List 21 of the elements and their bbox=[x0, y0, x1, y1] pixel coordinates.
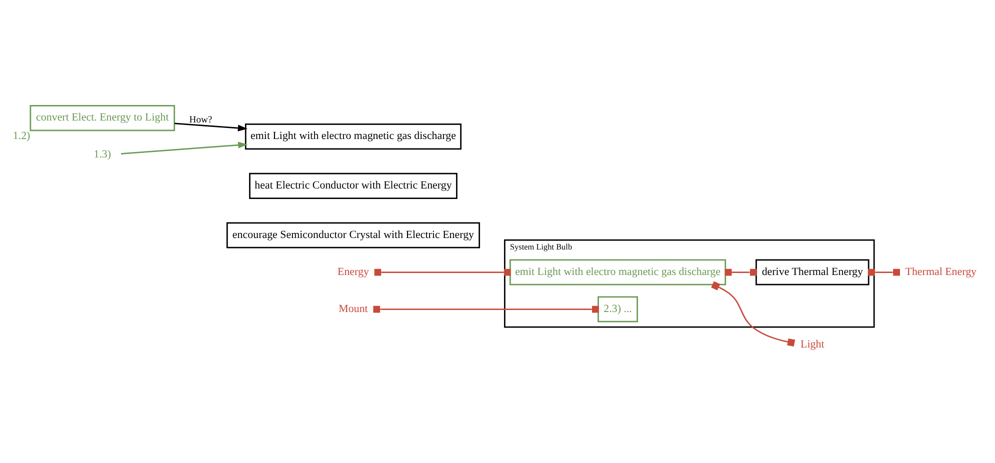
node-box: 2.3) ... bbox=[598, 296, 638, 322]
node-text: Mount bbox=[338, 302, 368, 315]
connector bbox=[724, 268, 757, 276]
node-text: Thermal Energy bbox=[905, 266, 977, 278]
connector bbox=[373, 306, 599, 313]
connector bbox=[868, 268, 900, 276]
node-box: emit Light with electro magnetic gas discharge bbox=[244, 124, 462, 150]
node-box: derive Thermal Energy bbox=[756, 259, 870, 286]
node-box: convert Elect. Energy to Light bbox=[30, 105, 176, 132]
node-text: Energy bbox=[338, 266, 369, 278]
arrow bbox=[120, 142, 248, 154]
connector bbox=[711, 281, 796, 346]
node-text: Light bbox=[800, 338, 824, 351]
node-label: 1.2) bbox=[12, 130, 30, 142]
node-text: 1.3) bbox=[94, 148, 112, 161]
edge-label: How? bbox=[189, 114, 212, 126]
node-box: encourage Semiconductor Crystal with Electric Energy bbox=[226, 222, 480, 248]
node-box: emit Light with electro magnetic gas discharge bbox=[510, 259, 726, 286]
connector bbox=[374, 268, 511, 276]
node-box: heat Electric Conductor with Electric Energy bbox=[249, 172, 458, 199]
arrow bbox=[174, 122, 248, 132]
